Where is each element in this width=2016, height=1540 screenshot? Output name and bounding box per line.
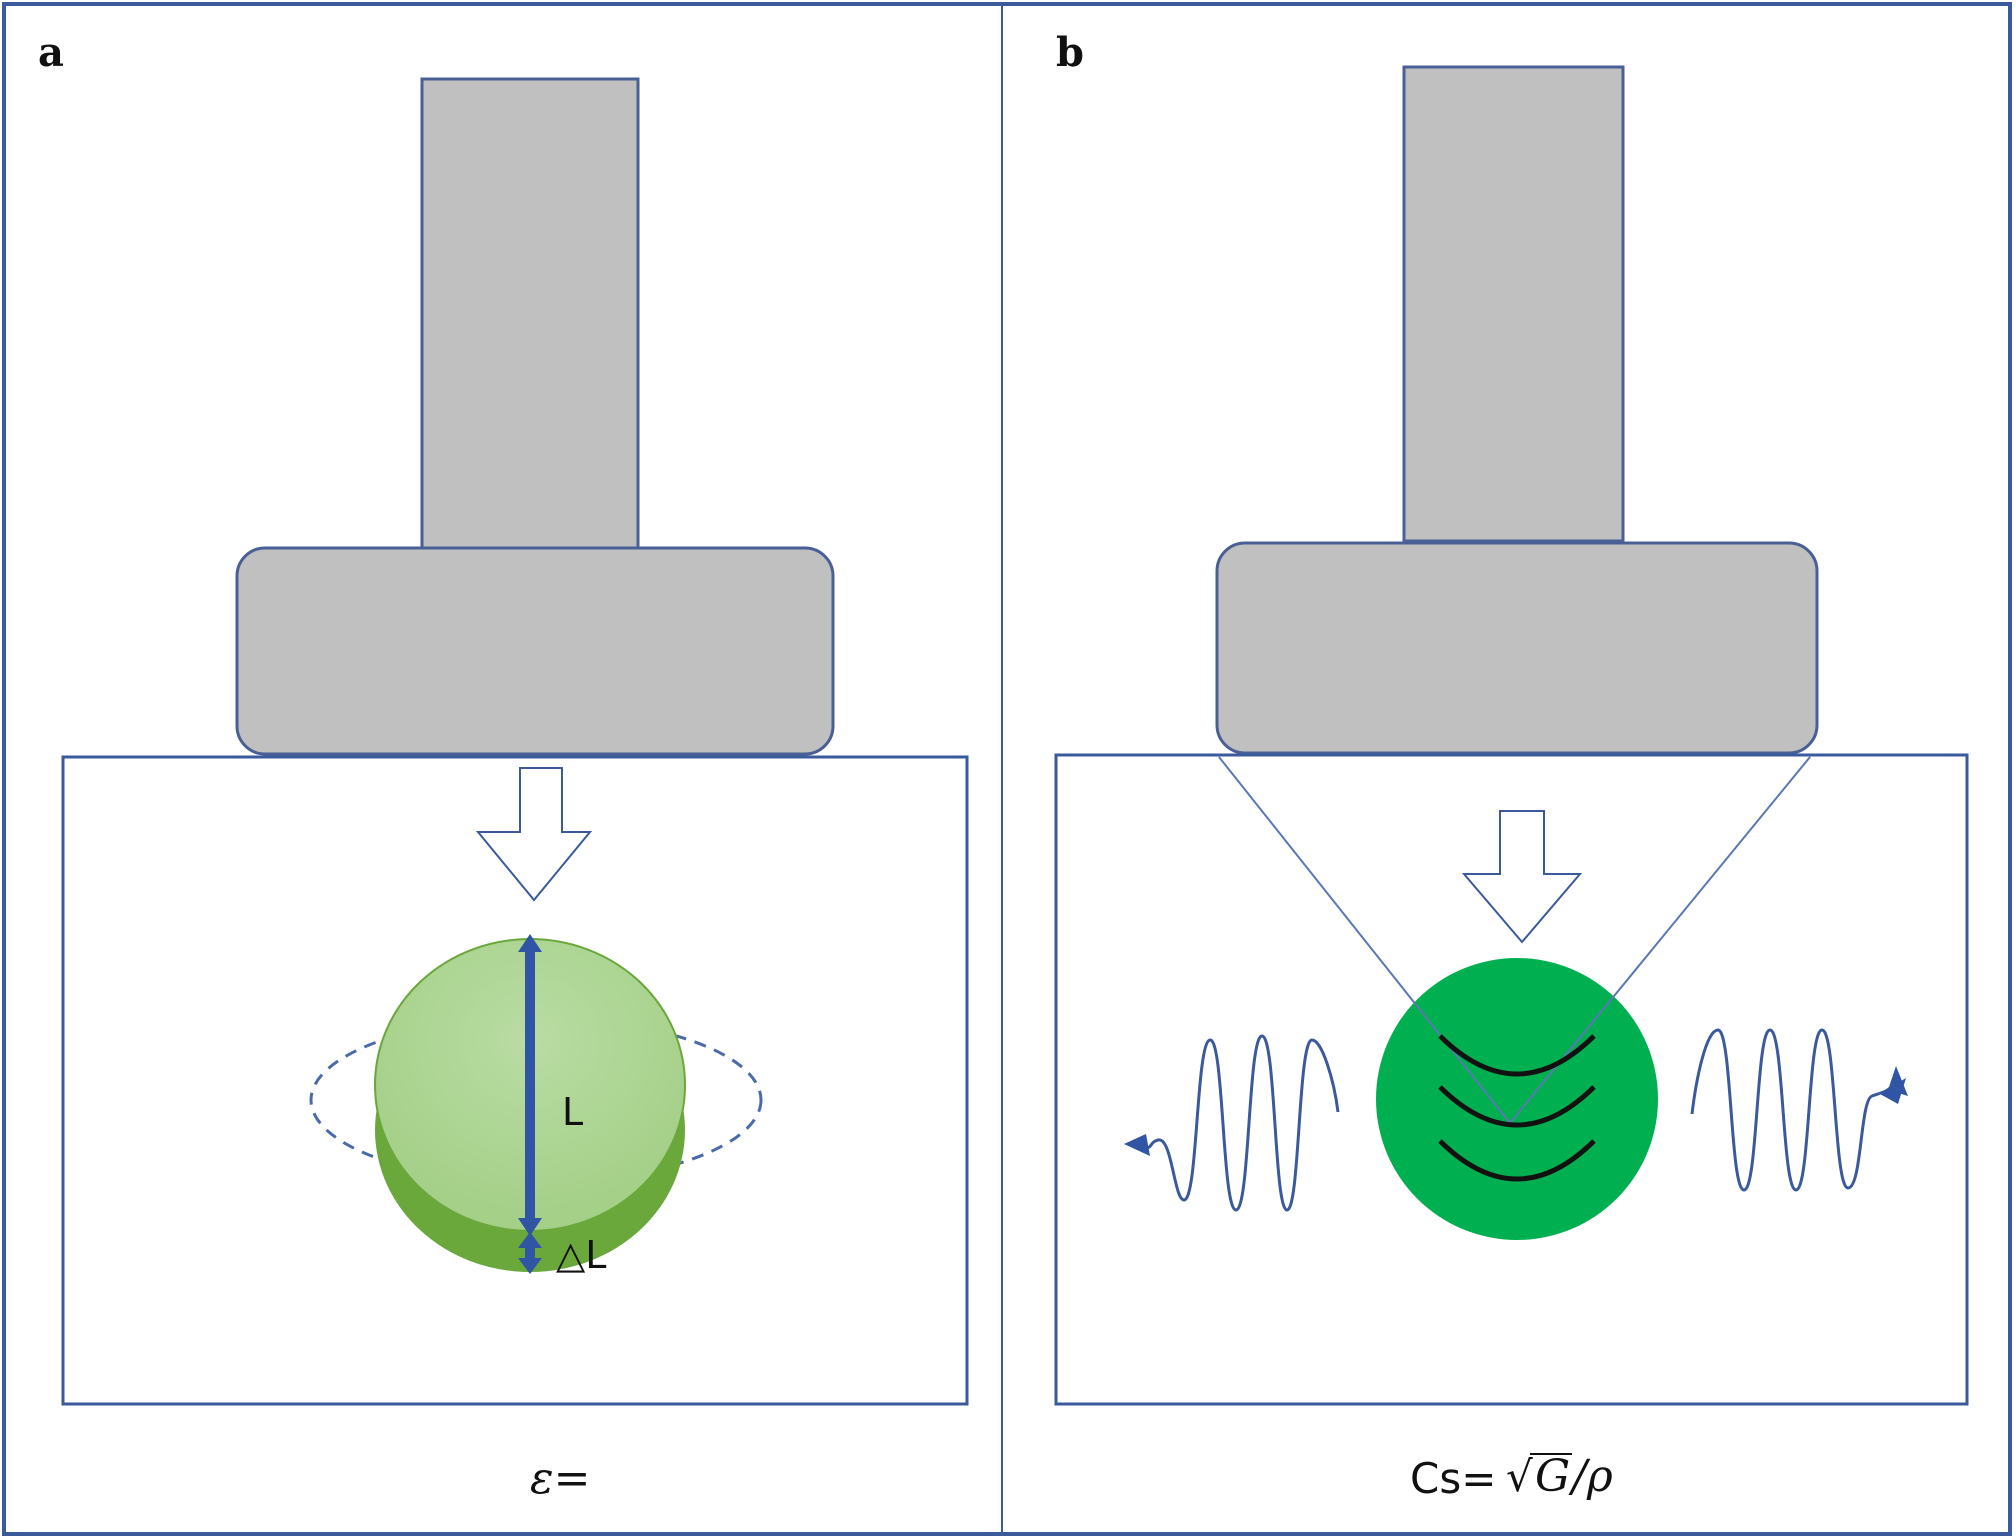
shear-velocity-root: √: [1506, 1452, 1533, 1501]
sample-b: [1376, 958, 1658, 1240]
plunger-head-b: [1215, 541, 1819, 755]
cone-left-line: [1218, 756, 1511, 1124]
specimen-box-b: [1054, 753, 1969, 1406]
wave-arc-2: [1438, 1085, 1596, 1128]
load-arrow-b: [1461, 810, 1583, 944]
delta-arrow-bottom-head: [518, 1258, 542, 1274]
wave-arc-3: [1438, 1139, 1596, 1182]
specimen-box-a: [61, 755, 969, 1406]
panel-a-label: a: [38, 29, 64, 76]
wave-arc-1: [1438, 1034, 1596, 1077]
panel-b: b Cs= √ G /ρ: [1054, 29, 1969, 1503]
length-arrow-bottom-head: [518, 1218, 542, 1236]
delta-length-label: △L: [556, 1233, 606, 1277]
shear-modulus-symbol: G: [1535, 1451, 1570, 1502]
delta-arrow-top-head: [518, 1232, 542, 1248]
length-arrow-top-head: [518, 934, 542, 952]
shear-velocity-prefix: Cs=: [1410, 1454, 1496, 1503]
panel-b-label: b: [1056, 29, 1084, 76]
strain-formula: ε=: [530, 1453, 590, 1504]
plunger-stem-b: [1402, 65, 1625, 543]
shear-wave-right-head-tip: [1888, 1066, 1908, 1096]
length-label: L: [562, 1090, 583, 1134]
cone-right-line: [1509, 756, 1811, 1124]
plunger-stem-a: [420, 77, 640, 550]
shear-wave-left: [1145, 1034, 1340, 1212]
density-symbol: /ρ: [1568, 1451, 1613, 1502]
plunger-head-a: [235, 546, 835, 756]
load-arrow-a: [475, 767, 593, 902]
panel-a: a L △L ε=: [38, 29, 969, 1504]
shear-wave-left-head: [1124, 1134, 1150, 1156]
shear-wave-right: [1690, 1028, 1892, 1192]
